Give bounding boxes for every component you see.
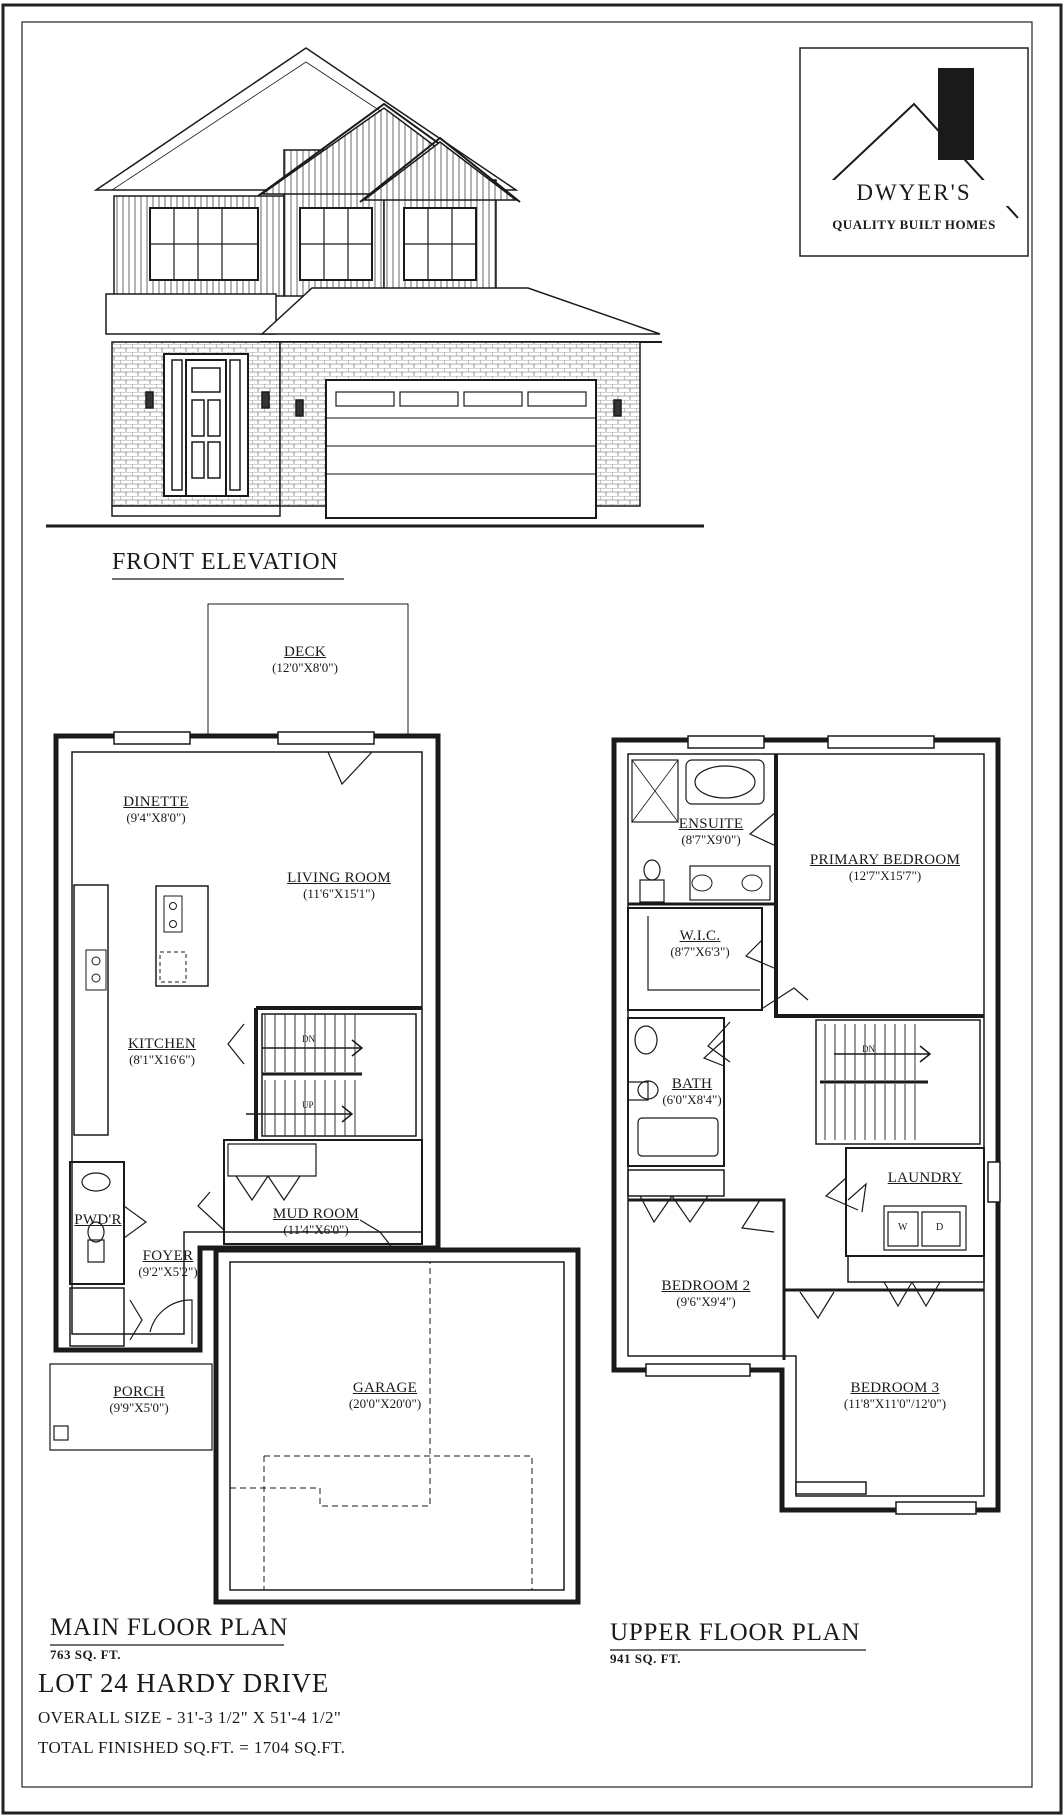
room-kitchen: KITCHEN (8'1"X16'6") [128,1036,196,1068]
upper-floor-area: 941 SQ. FT. [610,1651,681,1666]
title-underlines [50,578,866,1651]
room-dinette: DINETTE (9'4"X8'0") [123,794,189,826]
main-floor-area: 763 SQ. FT. [50,1647,121,1662]
room-primary-bedroom: PRIMARY BEDROOM (12'7"X15'7") [809,852,961,884]
upper-floor-title: UPPER FLOOR PLAN [610,1619,861,1646]
sheet-border [1,3,1063,1815]
logo-tagline: QUALITY BUILT HOMES [832,217,996,232]
lot-overall-size: OVERALL SIZE - 31'-3 1/2" X 51'-4 1/2" [38,1708,342,1727]
room-living-room: LIVING ROOM (11'6"X15'1") [287,870,391,902]
upper-floor-plan-drawing [611,735,1001,1515]
dryer-label: D [936,1222,944,1233]
stair-up-label-main: UP [302,1100,314,1110]
room-garage: GARAGE (20'0"X20'0") [348,1380,422,1412]
front-elevation-title: FRONT ELEVATION [112,549,339,575]
logo-mark [799,47,1029,257]
logo-brand: DWYER'S [804,180,1024,207]
room-porch: PORCH (9'9"X5'0") [109,1384,169,1416]
room-bath: BATH (6'0"X8'4") [662,1076,722,1108]
room-powder: PWD'R [74,1212,122,1228]
room-bedroom-3: BEDROOM 3 (11'8"X11'0"/12'0") [843,1380,947,1412]
front-elevation-drawing [46,47,704,528]
main-floor-title: MAIN FLOOR PLAN [50,1614,289,1641]
room-mud-room: MUD ROOM (11'4"X6'0") [272,1206,360,1238]
room-ensuite: ENSUITE (8'7"X9'0") [678,816,744,848]
washer-label: W [898,1222,908,1233]
main-floor-plan-drawing [49,603,581,1605]
room-bedroom-2: BEDROOM 2 (9'6"X9'4") [661,1278,751,1310]
stair-down-label-upper: DN [862,1044,875,1054]
room-foyer: FOYER (9'2"X5'2") [138,1248,198,1280]
stair-down-label-main: DN [302,1034,315,1044]
lot-title: LOT 24 HARDY DRIVE [38,1668,330,1698]
room-laundry: LAUNDRY [887,1170,963,1186]
room-wic: W.I.C. (8'7"X6'3") [670,928,730,960]
lot-total-finished: TOTAL FINISHED SQ.FT. = 1704 SQ.FT. [38,1738,346,1757]
room-deck: DECK (12'0"X8'0") [272,644,338,676]
